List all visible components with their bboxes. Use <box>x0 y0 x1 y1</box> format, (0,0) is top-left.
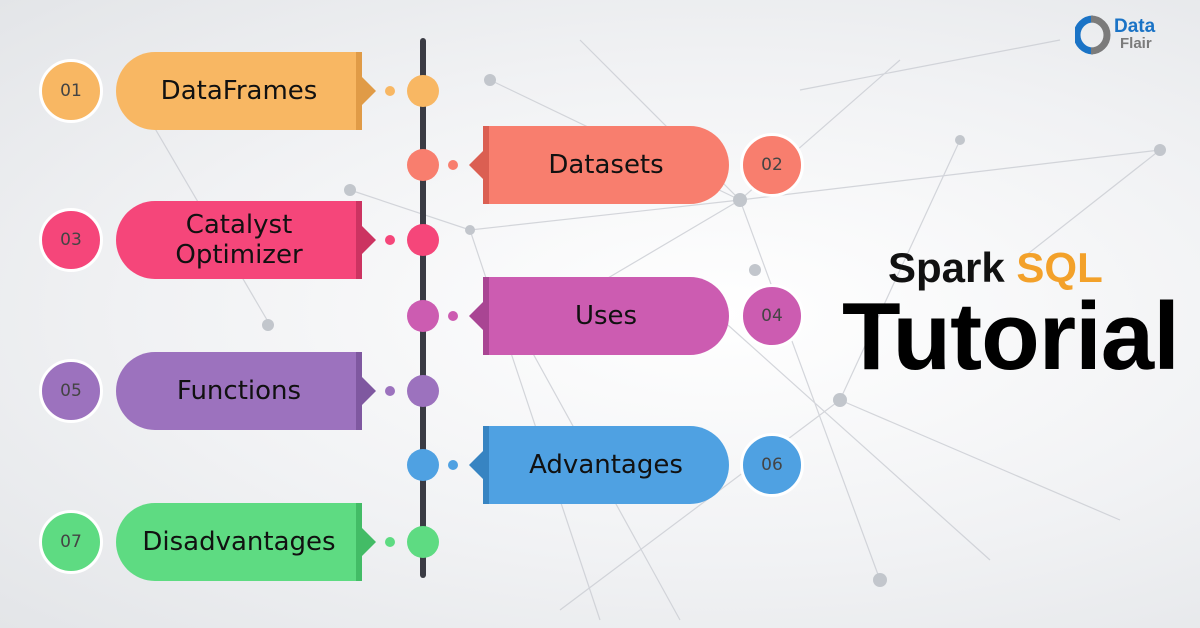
topic-pill: Datasets <box>483 126 729 204</box>
topic-pill: Catalyst Optimizer <box>116 201 362 279</box>
pill-pointer <box>362 226 376 254</box>
topic-pill: DataFrames <box>116 52 362 130</box>
connector-dot <box>448 460 458 470</box>
timeline-node <box>407 375 439 407</box>
title-sql: SQL <box>1016 244 1103 291</box>
step-number-badge: 07 <box>39 510 103 574</box>
title-spark: Spark <box>888 244 1005 291</box>
topic-label: Uses <box>574 301 638 331</box>
topic-label: Advantages <box>529 450 683 480</box>
pill-pointer <box>469 302 483 330</box>
topic-pill: Functions <box>116 352 362 430</box>
step-number-badge: 04 <box>740 284 804 348</box>
pill-edge <box>483 277 489 355</box>
step-number-badge: 02 <box>740 133 804 197</box>
connector-dot <box>385 86 395 96</box>
dataflair-logo: Data Flair <box>1075 15 1155 55</box>
connector-dot <box>385 537 395 547</box>
pill-pointer <box>362 528 376 556</box>
topic-label: Disadvantages <box>142 527 336 557</box>
step-number-badge: 06 <box>740 433 804 497</box>
step-number-badge: 05 <box>39 359 103 423</box>
logo-text-data: Data <box>1114 16 1156 37</box>
topic-pill: Disadvantages <box>116 503 362 581</box>
timeline-node <box>407 526 439 558</box>
timeline-node <box>407 75 439 107</box>
pill-pointer <box>362 377 376 405</box>
topic-pill: Uses <box>483 277 729 355</box>
pill-pointer <box>469 151 483 179</box>
connector-dot <box>385 235 395 245</box>
pill-pointer <box>362 77 376 105</box>
connector-dot <box>385 386 395 396</box>
pill-edge <box>356 352 362 430</box>
logo-text-flair: Flair <box>1120 35 1152 52</box>
topic-label: Datasets <box>548 150 664 180</box>
pill-edge <box>356 503 362 581</box>
pill-edge <box>356 201 362 279</box>
title-tutorial: Tutorial <box>842 283 1180 390</box>
connector-dot <box>448 160 458 170</box>
topic-label: Functions <box>176 376 302 406</box>
topic-label: DataFrames <box>160 76 318 106</box>
timeline-node <box>407 449 439 481</box>
step-number-badge: 01 <box>39 59 103 123</box>
pill-edge <box>483 126 489 204</box>
timeline-node <box>407 300 439 332</box>
timeline-node <box>407 224 439 256</box>
pill-edge <box>483 426 489 504</box>
topic-pill: Advantages <box>483 426 729 504</box>
title-line-1: Spark SQL <box>888 244 1103 292</box>
step-number-badge: 03 <box>39 208 103 272</box>
pill-edge <box>356 52 362 130</box>
dataflair-logo-icon <box>1075 15 1111 55</box>
pill-pointer <box>469 451 483 479</box>
connector-dot <box>448 311 458 321</box>
topic-label: Catalyst Optimizer <box>175 210 303 270</box>
timeline-node <box>407 149 439 181</box>
